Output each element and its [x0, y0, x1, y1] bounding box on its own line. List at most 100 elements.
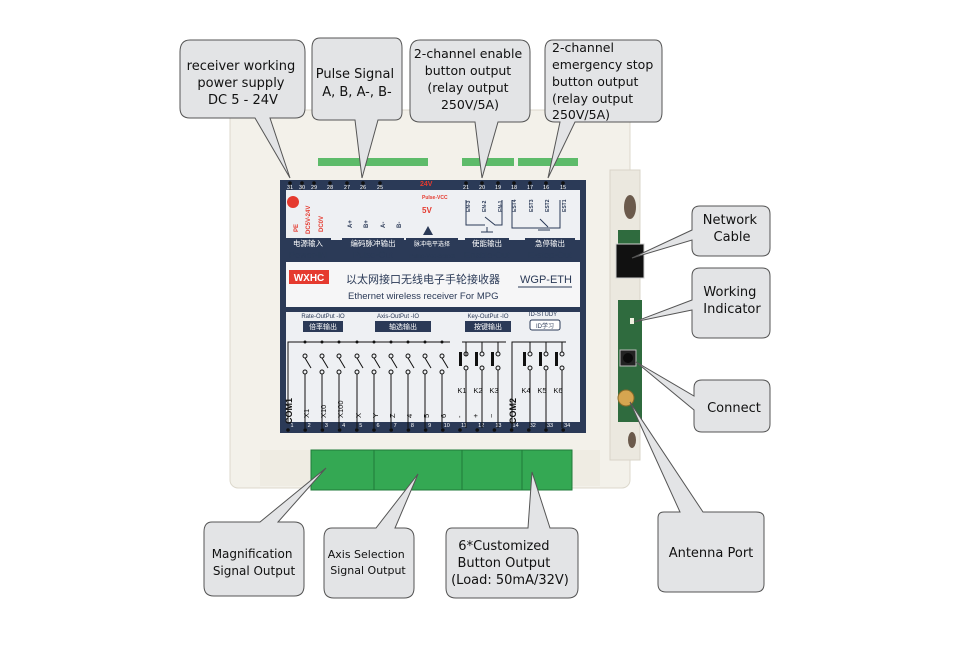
pushbutton-symbol — [475, 352, 478, 366]
svg-text:Pulse Signal A, B, A-, B: Pulse Signal A, B, A-, B- — [316, 67, 398, 100]
bottom-terminal-pin — [355, 428, 359, 432]
switch-blade — [356, 357, 364, 369]
pushbutton-symbol — [555, 352, 558, 366]
pulse-a-plus: A+ — [348, 220, 354, 228]
bottom-terminal-number: 8 — [411, 423, 414, 429]
group-en-power-in: Power-IN — [289, 250, 327, 260]
top-terminal-number: 16 — [543, 185, 549, 191]
estop-est1: EST1 — [562, 199, 568, 212]
callout-power-line2: power supply — [197, 76, 284, 91]
io-label: 6 — [439, 414, 448, 418]
working-indicator-led — [630, 318, 634, 324]
callout-pulse-signal: Pulse Signal A, B, A-, B- — [311, 37, 403, 179]
callout-custom-buttons: 6*Customized Button Output (Load: 50mA/3… — [445, 471, 579, 599]
pe-label: PE — [294, 224, 300, 232]
com1-bus — [287, 341, 450, 422]
bottom-terminal-pin — [286, 428, 290, 432]
pushbutton-symbol — [523, 352, 526, 366]
top-terminal-number: 15 — [560, 185, 566, 191]
group-cn-enable-out: 使能输出 — [472, 238, 502, 248]
bottom-terminal-pin — [337, 428, 342, 432]
switch-blade — [441, 357, 449, 369]
svg-text:Axis Selection Signal Ou: Axis Selection Signal Output — [328, 548, 409, 577]
top-terminal-number: 27 — [344, 185, 350, 191]
pcb-top — [618, 230, 640, 244]
group-en-enable-out: Enable-Out — [464, 250, 510, 260]
bottom-terminal-number: 9 — [428, 423, 431, 429]
io-label: + — [471, 413, 480, 418]
top-terminal-number: 25 — [377, 185, 383, 191]
bus-node — [406, 340, 410, 344]
bottom-terminal-number: 5 — [359, 423, 362, 429]
io-label: Z — [388, 413, 397, 418]
callout-working-indicator: Working Indicator — [633, 267, 771, 339]
ethernet-port — [615, 243, 645, 279]
svg-text:Working Indicator: Working Indicator — [703, 285, 761, 317]
top-terminal-number: 19 — [495, 185, 501, 191]
connect-button-cap[interactable] — [623, 353, 633, 363]
key-label: K1 — [457, 386, 466, 395]
group-cn-estop-out: 急停输出 — [535, 238, 565, 248]
enable-en1: EN-1 — [498, 200, 504, 212]
rate-output-cn: 倍率输出 — [309, 322, 337, 331]
callout-connect: Connect — [635, 361, 771, 433]
callout-indicator-line1: Working — [703, 285, 756, 300]
pushbutton-symbol — [491, 352, 494, 366]
dc0v-label: DC0V — [319, 216, 325, 232]
top-terminal-number: 18 — [511, 185, 517, 191]
top-terminal-number: 17 — [527, 185, 533, 191]
top-terminal-number: 28 — [327, 185, 333, 191]
bottom-terminal-pin — [320, 428, 325, 432]
pulse-a-minus: A- — [381, 222, 387, 228]
estop-est2: EST2 — [545, 199, 551, 212]
callout-indicator-line2: Indicator — [703, 302, 761, 317]
io-label: X10 — [319, 405, 328, 418]
brand-logo — [289, 270, 329, 284]
callout-network-cable: Network Cable — [631, 205, 771, 259]
key-label: K6 — [553, 386, 562, 395]
pulse-b-minus: B- — [397, 222, 403, 228]
top-terminal-number: 26 — [360, 185, 366, 191]
pushbutton-symbol — [459, 352, 462, 366]
bottom-terminal-number: 33 — [547, 423, 553, 429]
pushbutton-symbol — [539, 352, 542, 366]
bottom-terminal-number: 6 — [376, 423, 379, 429]
bottom-terminal-number: 34 — [564, 423, 570, 429]
vcc-5v: 5V — [422, 206, 432, 215]
svg-text:Network Cable: Network Cable — [703, 213, 761, 245]
bottom-terminal-number: 1 — [290, 423, 293, 429]
callout-estop-line1: 2-channel — [552, 40, 614, 55]
com2-bus-right — [511, 341, 566, 428]
bottom-terminal-pin — [303, 428, 308, 432]
id-study-button[interactable] — [529, 319, 561, 331]
top-terminal-block — [518, 158, 578, 166]
callout-enable-line4: 250V/5A) — [441, 97, 499, 112]
vcc-select-arrow — [423, 226, 433, 235]
io-label: X — [354, 413, 363, 418]
io-switches — [287, 340, 566, 428]
top-terminal-number: 30 — [299, 185, 305, 191]
callout-antenna-line1: Antenna Port — [669, 546, 754, 561]
svg-text:2-channel emergency stop: 2-channel emergency stop button output (… — [552, 40, 657, 122]
enable-en3: EN-3 — [466, 200, 472, 212]
key-output-label: Key-OutPut -IO — [467, 314, 508, 320]
bottom-terminal-pin — [389, 428, 394, 432]
bus-node — [303, 340, 307, 344]
bottom-terminal-block — [310, 449, 375, 491]
switch-blade — [424, 357, 432, 369]
switch-blade — [373, 357, 381, 369]
key-output-cn: 按键输出 — [474, 322, 502, 331]
callout-axis-selection: Axis Selection Signal Output — [323, 473, 419, 599]
callout-power-supply: receiver working power supply DC 5 - 24V — [179, 39, 306, 179]
bottom-terminal-pin — [492, 428, 497, 432]
bottom-terminal-pin — [561, 428, 565, 432]
io-label: - — [455, 415, 464, 418]
callout-estop-line4: (relay output — [552, 91, 633, 106]
bottom-terminal-block — [373, 449, 463, 491]
bus-node — [423, 340, 427, 344]
callout-custom-line1: 6*Customized — [458, 539, 549, 554]
axis-output-label: Axis-OutPut -IO — [377, 314, 419, 320]
enable-en2: EN-2 — [482, 200, 488, 212]
